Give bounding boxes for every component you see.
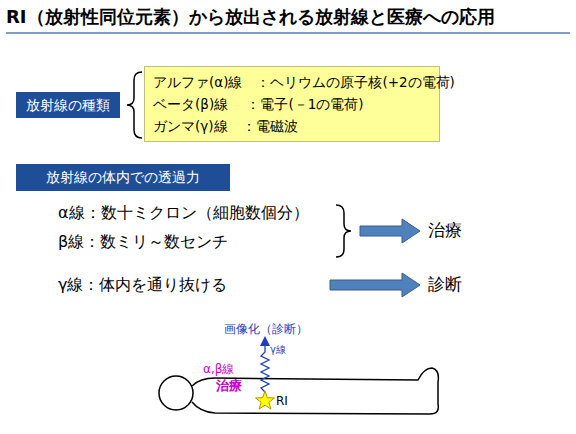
bracket [336,205,351,257]
title: RI（放射性同位元素）から放出される放射線と医療への応用 [6,6,572,28]
use-label: 治療 [428,220,488,240]
ray-label: γ線 [270,344,310,356]
node-text: 放射線の体内での透過力 [20,167,226,188]
gamma-ray [261,346,269,392]
ri-label: RI [276,394,306,408]
block-arrow [330,273,420,297]
heading-box: 放射線の種類 [16,92,120,118]
bracket [127,72,142,138]
use-label: 診断 [428,274,488,294]
node-text: ガンマ(γ)線 ：電磁波 [153,115,431,137]
ri-star [256,391,275,409]
arrow-head [260,336,270,346]
title-underline [6,32,570,34]
imaging-label: 画像化（診断） [224,322,344,336]
therapy-label: 治療 [216,378,256,394]
heading-box: 放射線の体内での透過力 [16,164,230,191]
definition-box: アルファ(α)線 ：ヘリウムの原子核(+2の電荷)ベータ(β)線 ：電子(－1の… [144,66,440,142]
ray-label: α,β線 [203,362,263,376]
node-text: アルファ(α)線 ：ヘリウムの原子核(+2の電荷) [153,71,431,93]
block-arrow [360,219,420,243]
node-text: ベータ(β)線 ：電子(－1の電荷) [153,93,431,115]
penetration-note: γ線：体内を通り抜ける [58,275,328,294]
penetration-note: α線：数十ミクロン（細胞数個分） [58,203,338,222]
penetration-note: β線：数ミリ～数センチ [58,232,338,251]
node-text: 放射線の種類 [20,95,116,115]
person-head [159,376,193,410]
